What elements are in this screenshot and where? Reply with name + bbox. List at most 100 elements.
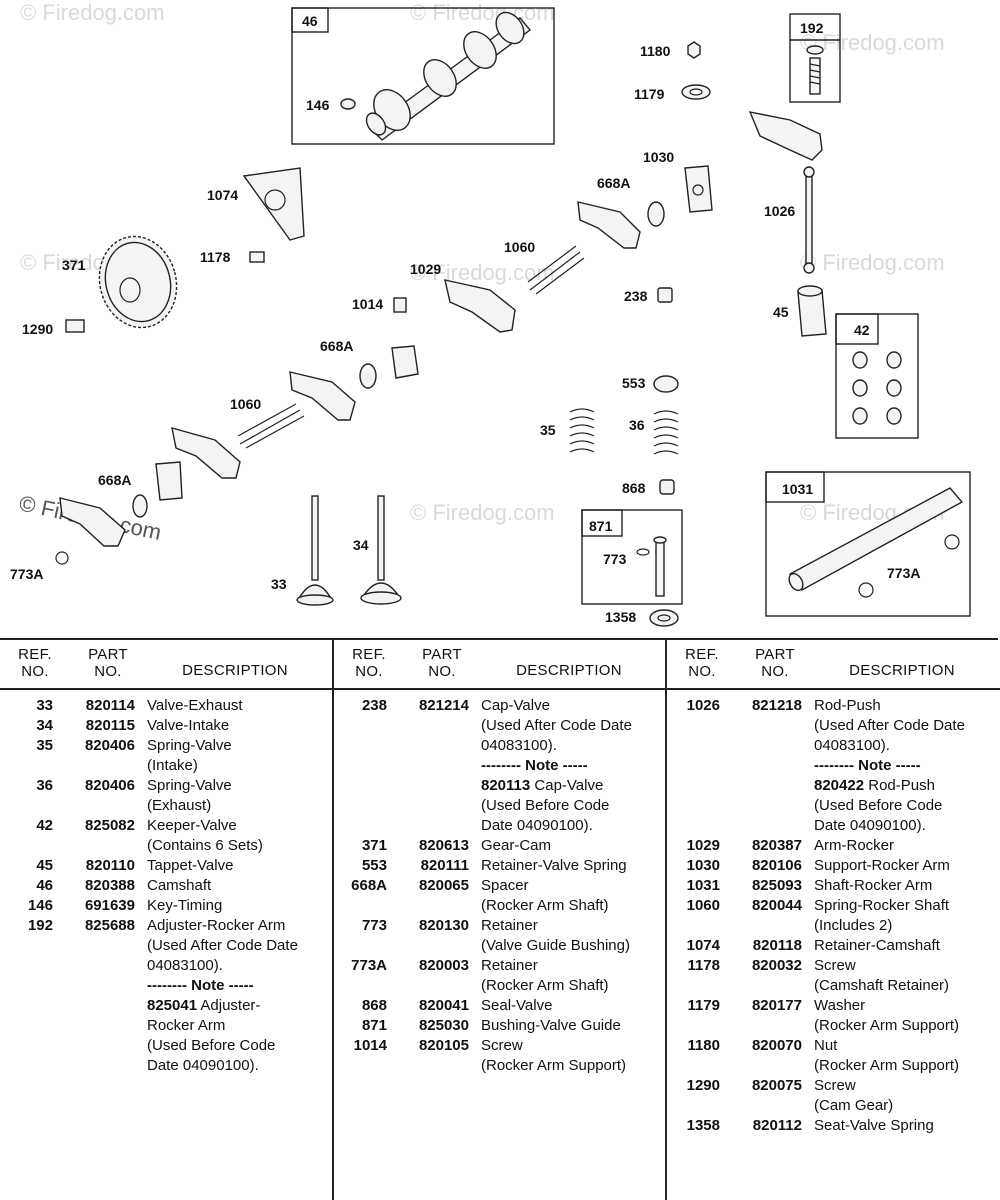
camshaft-box [291, 7, 555, 145]
header-description: DESCRIPTION [516, 662, 622, 679]
part-number: 820130 [418, 917, 469, 934]
description: 04083100). [147, 957, 223, 974]
rocker-spring-drawing [237, 403, 305, 449]
description: Adjuster-Rocker Arm [147, 917, 286, 934]
callout-46: 46 [302, 13, 318, 29]
ref-number: 45 [36, 857, 53, 874]
ref-number: 42 [36, 817, 53, 834]
part-number: 825030 [418, 1017, 469, 1034]
description: Support-Rocker Arm [814, 857, 950, 874]
part-number: 820044 [751, 897, 802, 914]
parts-diagram: © Firedog.com © Firedog.com © Firedog.co… [10, 0, 971, 627]
description: (Rocker Arm Support) [814, 1057, 960, 1074]
camshaft-box-tag [291, 7, 329, 33]
push-rod-drawing [805, 171, 813, 269]
description: (Intake) [147, 757, 198, 774]
callout-192: 192 [800, 20, 824, 36]
part-number: 820115 [85, 717, 135, 734]
part-number: 820387 [751, 837, 802, 854]
table-row: (Includes 2) [667, 916, 1000, 936]
table-row: (Rocker Arm Support) [334, 1056, 667, 1076]
callout-1290: 1290 [22, 321, 53, 337]
part-number: 820111 [420, 857, 469, 874]
rocker-arm-drawing [59, 497, 126, 547]
description: Date 04090100). [147, 1057, 259, 1074]
valve-cap-drawing [657, 287, 673, 303]
part-number: 820105 [418, 1037, 469, 1054]
description: (Rocker Arm Shaft) [481, 897, 609, 914]
table-row: (Used Before Code [334, 796, 667, 816]
watermark: © Firedog.com [800, 250, 945, 275]
ref-number: 553 [361, 857, 387, 874]
spring-seat-drawing [649, 609, 679, 627]
header-ref-no: REF.NO. [18, 646, 52, 680]
callout-1030: 1030 [643, 149, 674, 165]
table-row: Date 04090100). [334, 816, 667, 836]
part-number: 820106 [751, 857, 802, 874]
callout-1180: 1180 [640, 43, 671, 59]
ref-number: 1030 [686, 857, 720, 874]
part-number: 821214 [418, 697, 469, 714]
table-row: 04083100). [0, 956, 333, 976]
description: 820113 Cap-Valve [481, 777, 604, 794]
callout-45: 45 [773, 304, 789, 320]
callout-36: 36 [629, 417, 645, 433]
rocker-arm-drawing [289, 371, 356, 421]
part-number: 820118 [752, 937, 802, 954]
ref-number: 868 [361, 997, 387, 1014]
ref-number: 33 [36, 697, 53, 714]
rocker-support-drawing [391, 345, 419, 379]
ref-number: 1074 [686, 937, 720, 954]
ref-number: 1014 [353, 1037, 387, 1054]
description: Date 04090100). [814, 817, 926, 834]
part-number: 825688 [84, 917, 135, 934]
description: (Exhaust) [147, 797, 212, 814]
tappet-drawing [797, 289, 827, 337]
description: Seal-Valve [481, 997, 553, 1014]
description: Key-Timing [147, 897, 223, 914]
valve-spring-drawing [653, 410, 679, 455]
description: (Rocker Arm Support) [481, 1057, 627, 1074]
description: Nut [814, 1037, 838, 1054]
ref-number: 773 [361, 917, 387, 934]
description: Retainer-Camshaft [814, 937, 940, 954]
description: Spring-Rocker Shaft [814, 897, 950, 914]
rocker-arm-drawing [748, 111, 823, 161]
description: Spacer [481, 877, 529, 894]
header-description: DESCRIPTION [182, 662, 288, 679]
callout-868: 868 [622, 480, 646, 496]
callout-668a: 668A [98, 472, 131, 488]
spacer-drawing [132, 494, 148, 518]
table-row: (Intake) [0, 756, 333, 776]
callout-33: 33 [271, 576, 287, 592]
camshaft-drawing [365, 11, 532, 141]
rocker-shaft-drawing [788, 487, 964, 592]
description: Screw [481, 1037, 523, 1054]
ref-number: 34 [36, 717, 53, 734]
header-ref-no: REF.NO. [352, 646, 386, 680]
ref-number: 1358 [686, 1117, 720, 1134]
keeper-drawing [852, 351, 902, 425]
part-number: 820112 [752, 1117, 802, 1134]
callout-668a: 668A [597, 175, 630, 191]
callout-1179: 1179 [634, 86, 665, 102]
callout-34: 34 [353, 537, 369, 553]
ref-number: 1179 [687, 997, 720, 1014]
valve-spring-drawing [569, 408, 595, 453]
